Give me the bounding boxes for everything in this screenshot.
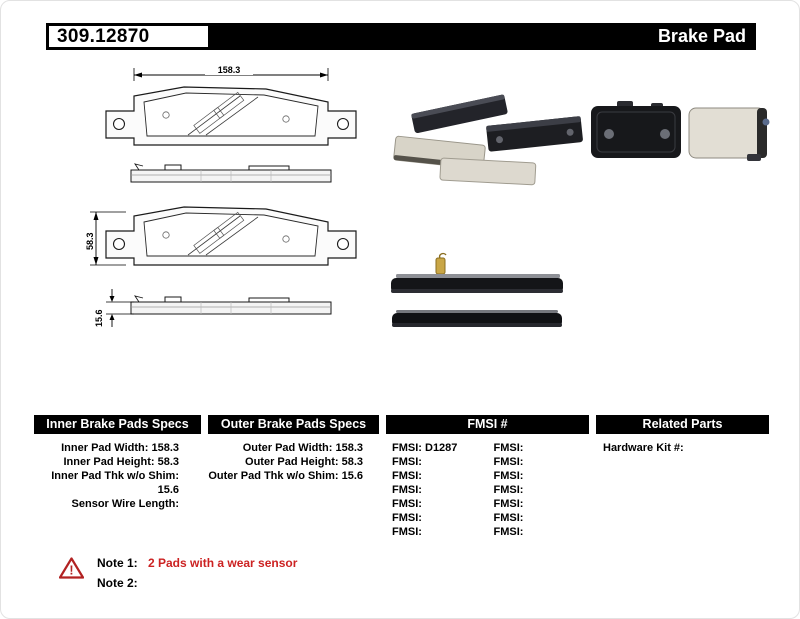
inner-spec-row: Sensor Wire Length: [71,498,179,510]
fmsi-row: FMSI: [392,484,422,496]
dim-width-label: 158.3 [218,65,241,75]
pad-front-view-1 [105,86,357,146]
fmsi-subcolumn-1: FMSI: D1287 FMSI: FMSI: FMSI: FMSI: FMSI… [386,441,488,539]
fmsi-row: FMSI: [392,456,422,468]
warning-triangle-icon: ! [59,557,84,579]
fmsi-column: FMSI # FMSI: D1287 FMSI: FMSI: FMSI: FMS… [386,415,589,539]
dimension-width: 158.3 [133,64,329,81]
pad-edge-photo-2 [392,310,562,327]
outer-spec-row: Outer Pad Width: 158.3 [242,442,363,454]
product-photos [391,94,770,327]
pad-front-view-2 [105,206,357,266]
svg-text:!: ! [69,564,73,578]
pad-side-view-2 [130,295,332,315]
fmsi-row: FMSI: [493,512,524,524]
outer-specs-header: Outer Brake Pads Specs [208,415,379,434]
related-parts-column: Related Parts Hardware Kit #: [596,415,769,455]
pad-edge-photo-1 [391,274,563,293]
inner-spec-row: Inner Pad Width: 158.3 [61,442,179,454]
fmsi-row: FMSI: [493,456,524,468]
fmsi-row: FMSI: [493,484,524,496]
fmsi-row: FMSI: [392,470,422,482]
product-type-label: Brake Pad [657,26,746,46]
related-parts-row: Hardware Kit #: [603,442,684,454]
header: 309.12870 Brake Pad [46,23,756,50]
fmsi-subcolumn-2: FMSI: FMSI: FMSI: FMSI: FMSI: FMSI: FMSI… [488,441,590,539]
fmsi-row: FMSI: [392,526,422,538]
fmsi-row: FMSI: [493,442,524,454]
inner-spec-row: Inner Pad Height: 58.3 [63,456,179,468]
fmsi-row: FMSI: [493,526,524,538]
dim-height-label: 58.3 [86,232,95,250]
note2-label: Note 2: [97,576,138,590]
dim-thickness-label: 15.6 [94,309,104,327]
fmsi-header: FMSI # [386,415,589,434]
pad-set-photo [393,94,583,186]
note1-text: 2 Pads with a wear sensor [148,556,298,570]
outer-spec-row: Outer Pad Thk w/o Shim: 15.6 [208,470,363,482]
technical-drawing: 158.3 58.3 15.6 [86,64,357,327]
pad-side-view-1 [130,163,332,183]
inner-spec-row: Inner Pad Thk w/o Shim: 15.6 [51,470,179,496]
part-number: 309.12870 [46,23,211,50]
outer-specs-column: Outer Brake Pads Specs Outer Pad Width: … [208,415,379,483]
inner-specs-column: Inner Brake Pads Specs Inner Pad Width: … [34,415,201,511]
fmsi-row: FMSI: [392,512,422,524]
inner-specs-header: Inner Brake Pads Specs [34,415,201,434]
note1-label: Note 1: [97,556,138,570]
outer-spec-row: Outer Pad Height: 58.3 [245,456,363,468]
fmsi-row: FMSI: D1287 [392,442,458,454]
fmsi-row: FMSI: [392,498,422,510]
pad-pair-photo [591,101,770,161]
header-bar: Brake Pad [211,23,756,50]
related-parts-header: Related Parts [596,415,769,434]
fmsi-row: FMSI: [493,470,524,482]
wear-sensor-photo [435,252,447,275]
dimension-height: 58.3 [86,211,126,266]
dimension-thickness: 15.6 [94,289,134,327]
fmsi-row: FMSI: [493,498,524,510]
